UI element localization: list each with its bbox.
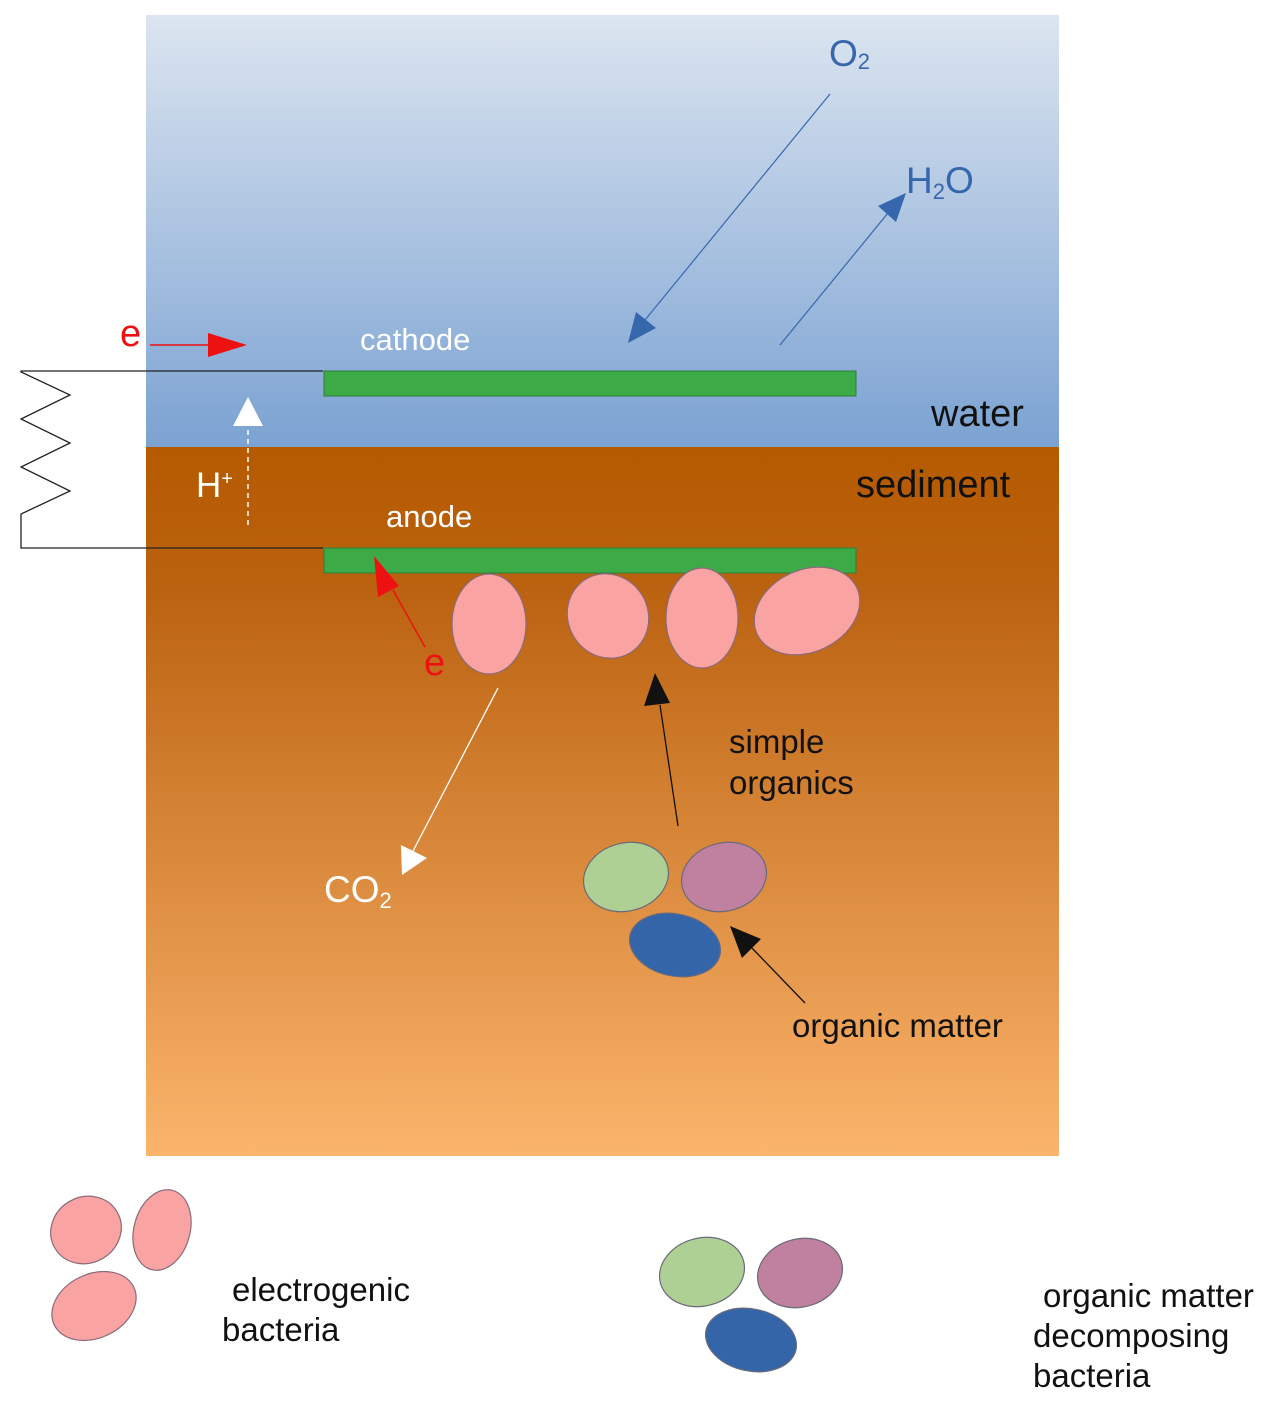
organic-matter-arrow bbox=[730, 926, 806, 1004]
sediment-label: sediment bbox=[856, 464, 1011, 506]
cathode-label: cathode bbox=[360, 322, 470, 357]
proton-base: H bbox=[196, 466, 221, 505]
electron-label-anode: e bbox=[424, 642, 445, 684]
electron-arrow-cathode bbox=[150, 333, 247, 357]
proton-arrow bbox=[233, 397, 263, 525]
co2-arrow bbox=[401, 687, 499, 875]
electrogenic-bacterium bbox=[753, 566, 861, 656]
electron-arrow-anode bbox=[374, 556, 426, 648]
water-molecule-arrow bbox=[779, 193, 906, 346]
anode-electrode bbox=[323, 547, 857, 574]
simple-organics-arrow bbox=[644, 673, 679, 827]
legend-decomposer-label-line2: decomposing bbox=[1033, 1317, 1229, 1354]
electrogenic-bacterium bbox=[566, 573, 650, 659]
anode-bacteria-group bbox=[451, 566, 861, 675]
simple-organics-label-line2: organics bbox=[729, 764, 854, 801]
decomposer-bacterium-purple bbox=[680, 841, 768, 913]
legend-electrogenic-icon bbox=[50, 1189, 192, 1342]
proton-label: H+ bbox=[196, 466, 233, 505]
organic-matter-label: organic matter bbox=[792, 1007, 1003, 1044]
water-molecule-h: H bbox=[906, 160, 933, 201]
cathode-electrode bbox=[323, 370, 857, 397]
proton-superscript: + bbox=[221, 468, 233, 490]
water-molecule-subscript: 2 bbox=[933, 179, 945, 204]
legend-decomposer-label-line3: bacteria bbox=[1033, 1357, 1151, 1394]
co2-label: CO2 bbox=[324, 869, 392, 913]
electrogenic-bacterium bbox=[665, 567, 739, 669]
co2-subscript: 2 bbox=[380, 888, 392, 913]
oxygen-base: O bbox=[829, 33, 858, 74]
oxygen-arrow bbox=[628, 93, 831, 343]
sediment-decomposer-group bbox=[582, 841, 768, 978]
electrogenic-bacterium bbox=[451, 573, 527, 675]
decomposer-bacterium-green bbox=[582, 841, 670, 913]
legend-electrogenic-label-line2: bacteria bbox=[222, 1311, 340, 1348]
simple-organics-label-line1: simple bbox=[729, 723, 824, 760]
electron-label-cathode: e bbox=[120, 313, 141, 355]
legend-electrogenic-label-line1: electrogenic bbox=[232, 1271, 410, 1308]
water-molecule-label: H2O bbox=[906, 160, 974, 204]
water-label: water bbox=[930, 393, 1024, 435]
water-molecule-o: O bbox=[945, 160, 974, 201]
legend-decomposer-icon bbox=[658, 1236, 844, 1373]
anode-label: anode bbox=[386, 499, 472, 534]
co2-base: CO bbox=[324, 869, 380, 910]
oxygen-subscript: 2 bbox=[858, 49, 870, 74]
oxygen-label: O2 bbox=[829, 33, 870, 74]
legend-decomposer-label-line1: organic matter bbox=[1043, 1277, 1254, 1314]
circuit-wire bbox=[19, 370, 323, 549]
decomposer-bacterium-blue bbox=[628, 912, 722, 978]
